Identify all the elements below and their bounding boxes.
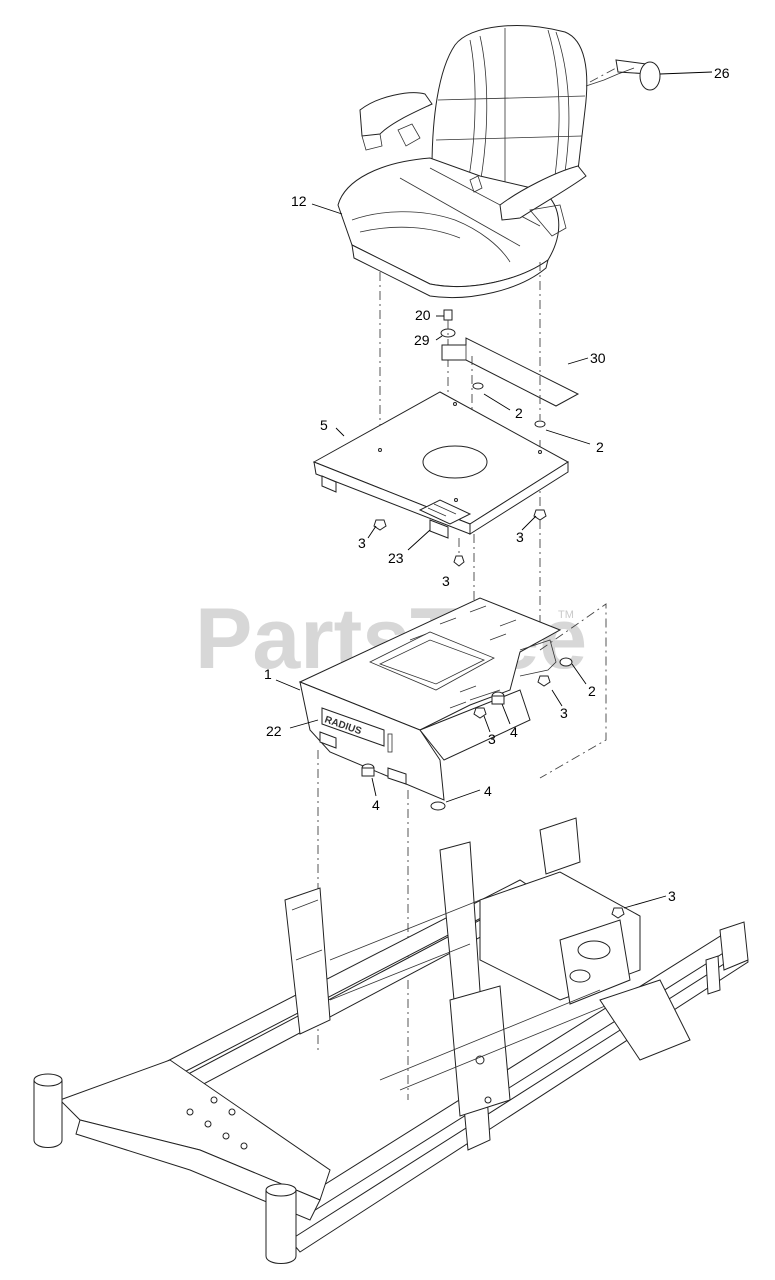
callout-3-pan-right: 3 bbox=[560, 705, 568, 721]
nut-3-frame bbox=[611, 907, 625, 919]
callout-labels: 26 12 20 29 30 2 2 5 3 3 23 3 1 2 3 3 4 … bbox=[264, 65, 730, 904]
callout-4-pan-bottom: 4 bbox=[484, 783, 492, 799]
callout-20: 20 bbox=[415, 307, 431, 323]
callout-23: 23 bbox=[388, 550, 404, 566]
part-30-bracket bbox=[441, 337, 580, 407]
callout-4-pan-right: 4 bbox=[510, 724, 518, 740]
callout-26: 26 bbox=[714, 65, 730, 81]
callout-2-right: 2 bbox=[596, 439, 604, 455]
callout-3-frame: 3 bbox=[668, 888, 676, 904]
watermark-trademark: TM bbox=[558, 609, 574, 621]
nuts-3 bbox=[373, 509, 547, 567]
callout-3-plate-left: 3 bbox=[358, 535, 366, 551]
part-5-seat-plate bbox=[312, 391, 569, 539]
callout-4-pan-left: 4 bbox=[372, 797, 380, 813]
part-26-knob bbox=[589, 59, 661, 91]
callout-30: 30 bbox=[590, 350, 606, 366]
chassis-frame bbox=[33, 817, 749, 1264]
seat-assembly bbox=[337, 25, 635, 299]
callout-1: 1 bbox=[264, 666, 272, 682]
pins-2 bbox=[472, 382, 546, 428]
callout-22: 22 bbox=[266, 723, 282, 739]
callout-2-upper: 2 bbox=[515, 405, 523, 421]
callout-3-plate-center: 3 bbox=[442, 573, 450, 589]
pan-hardware bbox=[361, 657, 573, 811]
part-1-seat-pan bbox=[298, 597, 562, 801]
callout-3-pan-center: 3 bbox=[488, 731, 496, 747]
callout-2-pan: 2 bbox=[588, 683, 596, 699]
callout-5: 5 bbox=[320, 417, 328, 433]
callout-12: 12 bbox=[291, 193, 307, 209]
callout-3-plate-right: 3 bbox=[516, 529, 524, 545]
callout-29: 29 bbox=[414, 332, 430, 348]
leader-lines bbox=[275, 71, 713, 909]
